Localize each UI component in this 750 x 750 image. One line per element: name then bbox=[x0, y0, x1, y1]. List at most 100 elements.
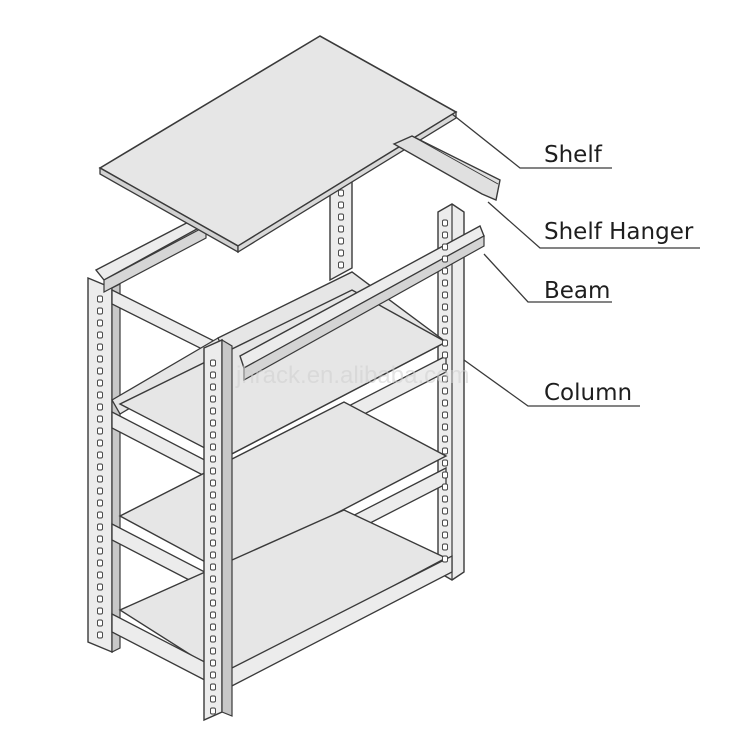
column-hole bbox=[97, 331, 103, 339]
column-hole bbox=[442, 363, 448, 371]
column-hole bbox=[442, 483, 448, 491]
column-hole bbox=[442, 267, 448, 275]
column-hole bbox=[97, 523, 103, 531]
column-hole bbox=[442, 315, 448, 323]
column-hole bbox=[97, 499, 103, 507]
column-hole bbox=[210, 407, 216, 415]
column-hole bbox=[97, 535, 103, 543]
column-hole bbox=[442, 387, 448, 395]
column-hole bbox=[97, 307, 103, 315]
column-hole bbox=[97, 319, 103, 327]
column-hole bbox=[338, 201, 344, 209]
column-hole bbox=[338, 237, 344, 245]
front-left-column bbox=[87, 276, 121, 654]
column-hole bbox=[442, 375, 448, 383]
column-hole bbox=[97, 463, 103, 471]
column-hole bbox=[97, 595, 103, 603]
column-hole bbox=[97, 379, 103, 387]
column-hole bbox=[97, 427, 103, 435]
column-hole bbox=[338, 249, 344, 257]
column-hole bbox=[442, 231, 448, 239]
column-hole bbox=[210, 383, 216, 391]
column-hole bbox=[210, 467, 216, 475]
column-hole bbox=[210, 599, 216, 607]
column-hole bbox=[210, 503, 216, 511]
column-hole bbox=[210, 443, 216, 451]
column-hole bbox=[97, 295, 103, 303]
column-hole bbox=[97, 619, 103, 627]
column-hole bbox=[210, 683, 216, 691]
column-hole bbox=[210, 455, 216, 463]
column-hole bbox=[338, 261, 344, 269]
column-hole bbox=[97, 391, 103, 399]
column-hole bbox=[442, 543, 448, 551]
column-hole bbox=[210, 551, 216, 559]
shelf-leader-line bbox=[451, 113, 612, 169]
shelf-level-5 bbox=[111, 509, 453, 692]
column-hole bbox=[442, 495, 448, 503]
column-hole bbox=[442, 459, 448, 467]
column-hole bbox=[442, 519, 448, 527]
column-hole bbox=[442, 339, 448, 347]
column-hole bbox=[210, 515, 216, 523]
column-hole bbox=[210, 431, 216, 439]
column-hole bbox=[442, 507, 448, 515]
column-hole bbox=[442, 327, 448, 335]
column-hole bbox=[210, 623, 216, 631]
column-hole bbox=[442, 531, 448, 539]
column-hole bbox=[97, 343, 103, 351]
beam-leader-line bbox=[483, 253, 612, 303]
column-hole bbox=[210, 695, 216, 703]
callout-leaders bbox=[451, 113, 700, 407]
beam bbox=[239, 225, 485, 382]
column-hole bbox=[210, 671, 216, 679]
column-label: Column bbox=[544, 380, 633, 406]
column-hole bbox=[442, 399, 448, 407]
column-hole bbox=[210, 587, 216, 595]
column-hole bbox=[442, 471, 448, 479]
column-hole bbox=[97, 367, 103, 375]
column-hole bbox=[97, 607, 103, 615]
column-hole bbox=[97, 439, 103, 447]
column-hole bbox=[97, 571, 103, 579]
shelf-hanger-label: Shelf Hanger bbox=[544, 219, 694, 245]
column-holes bbox=[97, 189, 448, 715]
column-hole bbox=[338, 189, 344, 197]
column-hole bbox=[210, 563, 216, 571]
column-hole bbox=[210, 707, 216, 715]
shelf-label: Shelf bbox=[544, 142, 602, 168]
column-hole bbox=[210, 611, 216, 619]
column-hole bbox=[442, 303, 448, 311]
column-hole bbox=[97, 631, 103, 639]
column-hole bbox=[442, 435, 448, 443]
column-hole bbox=[442, 279, 448, 287]
column-hole bbox=[210, 527, 216, 535]
column-hole bbox=[338, 213, 344, 221]
front-right-column bbox=[203, 338, 233, 722]
beam-label: Beam bbox=[544, 278, 611, 304]
column-hole bbox=[210, 635, 216, 643]
column-hole bbox=[97, 583, 103, 591]
column-hole bbox=[97, 415, 103, 423]
column-hole bbox=[210, 647, 216, 655]
column-leader-line bbox=[463, 359, 640, 407]
column-hole bbox=[97, 547, 103, 555]
watermark-text: jhrack.en.alibaba.com bbox=[236, 362, 470, 389]
column-hole bbox=[442, 447, 448, 455]
column-hole bbox=[97, 451, 103, 459]
column-hole bbox=[210, 575, 216, 583]
column-hole bbox=[210, 659, 216, 667]
column-hole bbox=[442, 219, 448, 227]
column-hole bbox=[210, 491, 216, 499]
column-hole bbox=[442, 291, 448, 299]
column-hole bbox=[338, 225, 344, 233]
column-hole bbox=[97, 511, 103, 519]
column-hole bbox=[442, 423, 448, 431]
column-hole bbox=[210, 479, 216, 487]
column-hole bbox=[97, 487, 103, 495]
column-hole bbox=[97, 475, 103, 483]
column-hole bbox=[442, 243, 448, 251]
shelf-hanger bbox=[392, 135, 501, 201]
